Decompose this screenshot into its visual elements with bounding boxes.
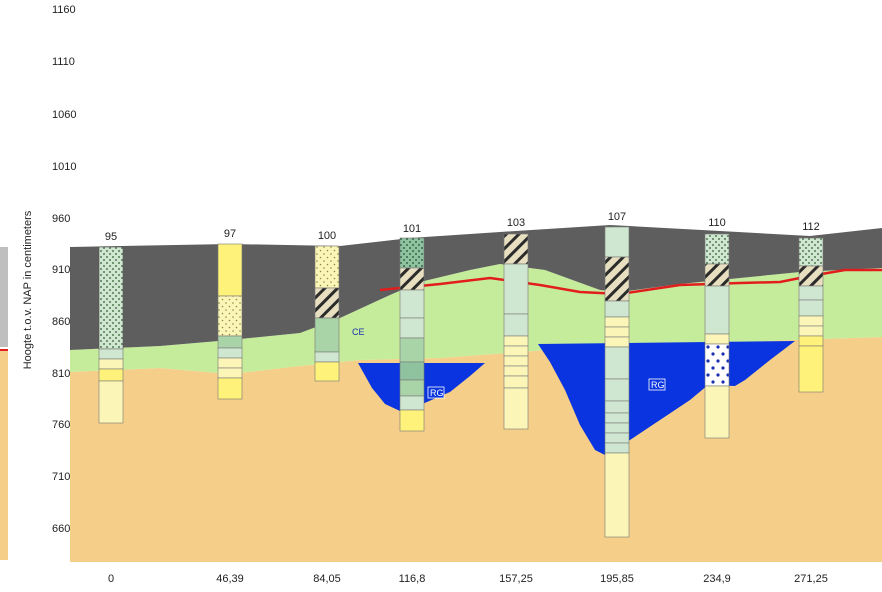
left-edge-sand-strip (0, 350, 8, 560)
y-tick-label: 660 (52, 523, 70, 535)
unit-label-rg-left-box (427, 386, 445, 399)
borehole-label: 103 (507, 217, 525, 229)
borehole-label: 107 (608, 211, 626, 223)
y-tick-label: 1110 (52, 56, 75, 68)
y-tick-label: 1010 (52, 161, 76, 173)
borehole-column (314, 245, 340, 382)
borehole-label: 110 (708, 217, 726, 229)
green-layer (70, 264, 882, 374)
borehole-column (217, 243, 243, 400)
borehole-column (604, 226, 630, 538)
y-tick-label: 810 (52, 368, 70, 380)
unit-label-rg-right: RG (651, 380, 665, 390)
x-tick-label: 116,8 (399, 573, 426, 585)
y-tick-label: 1060 (52, 109, 76, 121)
borehole-column (798, 237, 824, 393)
x-tick-label: 0 (108, 573, 114, 585)
y-tick-label: 710 (52, 471, 70, 483)
borehole-column (98, 246, 124, 424)
borehole-label: 101 (403, 223, 421, 235)
unit-label-rg-right-box (648, 378, 666, 391)
borehole-label: 95 (105, 231, 117, 243)
x-tick-label: 195,85 (600, 573, 634, 585)
x-tick-label: 46,39 (216, 573, 244, 585)
x-tick-label: 157,25 (499, 573, 533, 585)
borehole-label: 97 (224, 228, 236, 240)
x-tick-label: 84,05 (313, 573, 341, 585)
channel-fill-right (538, 341, 795, 455)
left-edge-gray-strip (0, 247, 8, 347)
y-tick-label: 860 (52, 316, 70, 328)
y-tick-label: 760 (52, 419, 70, 431)
y-axis-label: Hoogte t.o.v. NAP in centimeters (22, 210, 34, 369)
x-tick-label: 271,25 (794, 573, 828, 585)
borehole-column (503, 233, 529, 430)
unit-label-ce: CE (352, 327, 365, 337)
y-tick-label: 1160 (52, 4, 76, 16)
borehole-column (399, 237, 425, 432)
y-tick-label: 910 (52, 264, 70, 276)
borehole-column (704, 233, 730, 439)
borehole-label: 100 (318, 230, 336, 242)
borehole-label: 112 (802, 221, 820, 233)
unit-label-rg-left: RG (430, 388, 444, 398)
y-tick-label: 960 (52, 213, 70, 225)
topsoil-layer (70, 225, 882, 350)
x-tick-label: 234,9 (703, 573, 731, 585)
